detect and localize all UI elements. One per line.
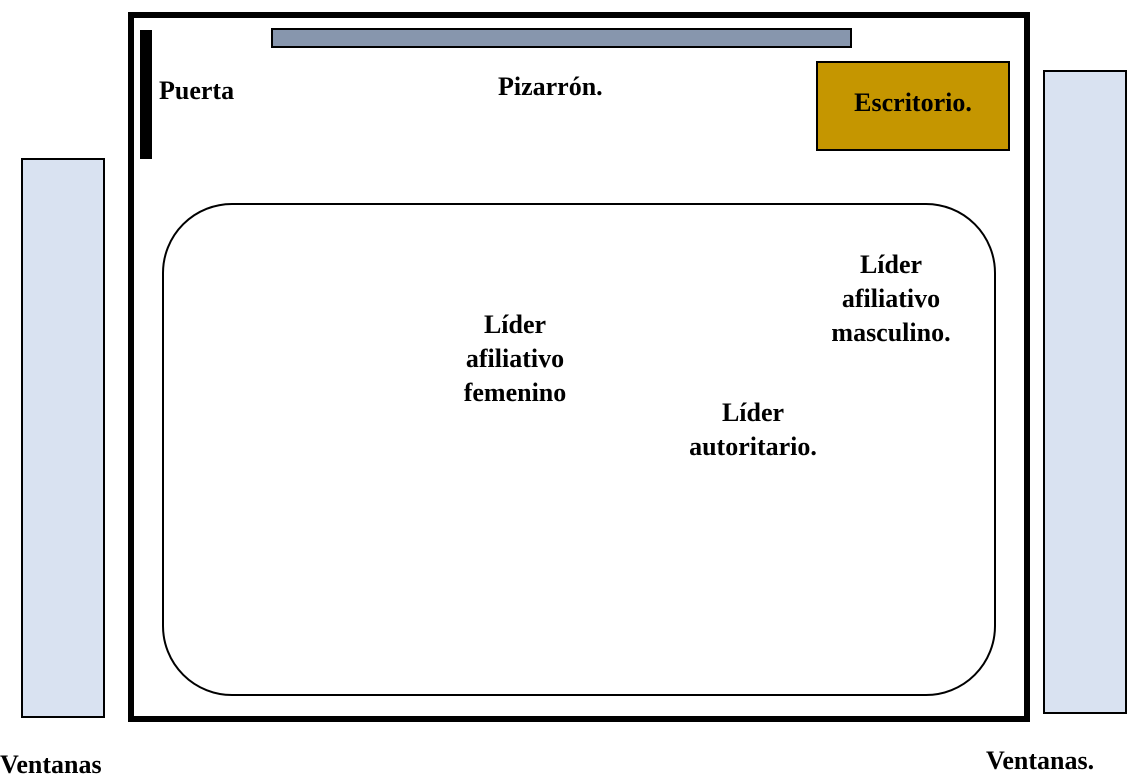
leader-autoritario-line-1: Líder [721,398,785,427]
window-left [21,158,105,718]
leader-autoritario-label: Líder autoritario. [668,396,838,464]
door-label: Puerta [159,76,235,105]
desk [816,61,1010,151]
windows-left-label: Ventanas [0,750,102,779]
windows-right-label: Ventanas. [986,746,1095,775]
board-label: Pizarrón. [498,72,603,101]
desk-label: Escritorio. [854,88,972,117]
door [140,30,152,159]
leader-femenino-line-3: femenino [463,378,567,407]
leader-autoritario-line-2: autoritario. [689,432,817,461]
leader-masculino-line-3: masculino. [831,318,951,347]
leader-femenino-label: Líder afiliativo femenino [430,308,600,410]
leader-masculino-label: Líder afiliativo masculino. [806,248,976,350]
window-right [1043,70,1127,714]
leader-femenino-line-1: Líder [483,310,547,339]
leader-femenino-line-2: afiliativo [465,344,565,373]
leader-masculino-line-1: Líder [859,250,923,279]
seating-area [162,203,996,696]
leader-masculino-line-2: afiliativo [841,284,941,313]
board [271,28,852,48]
